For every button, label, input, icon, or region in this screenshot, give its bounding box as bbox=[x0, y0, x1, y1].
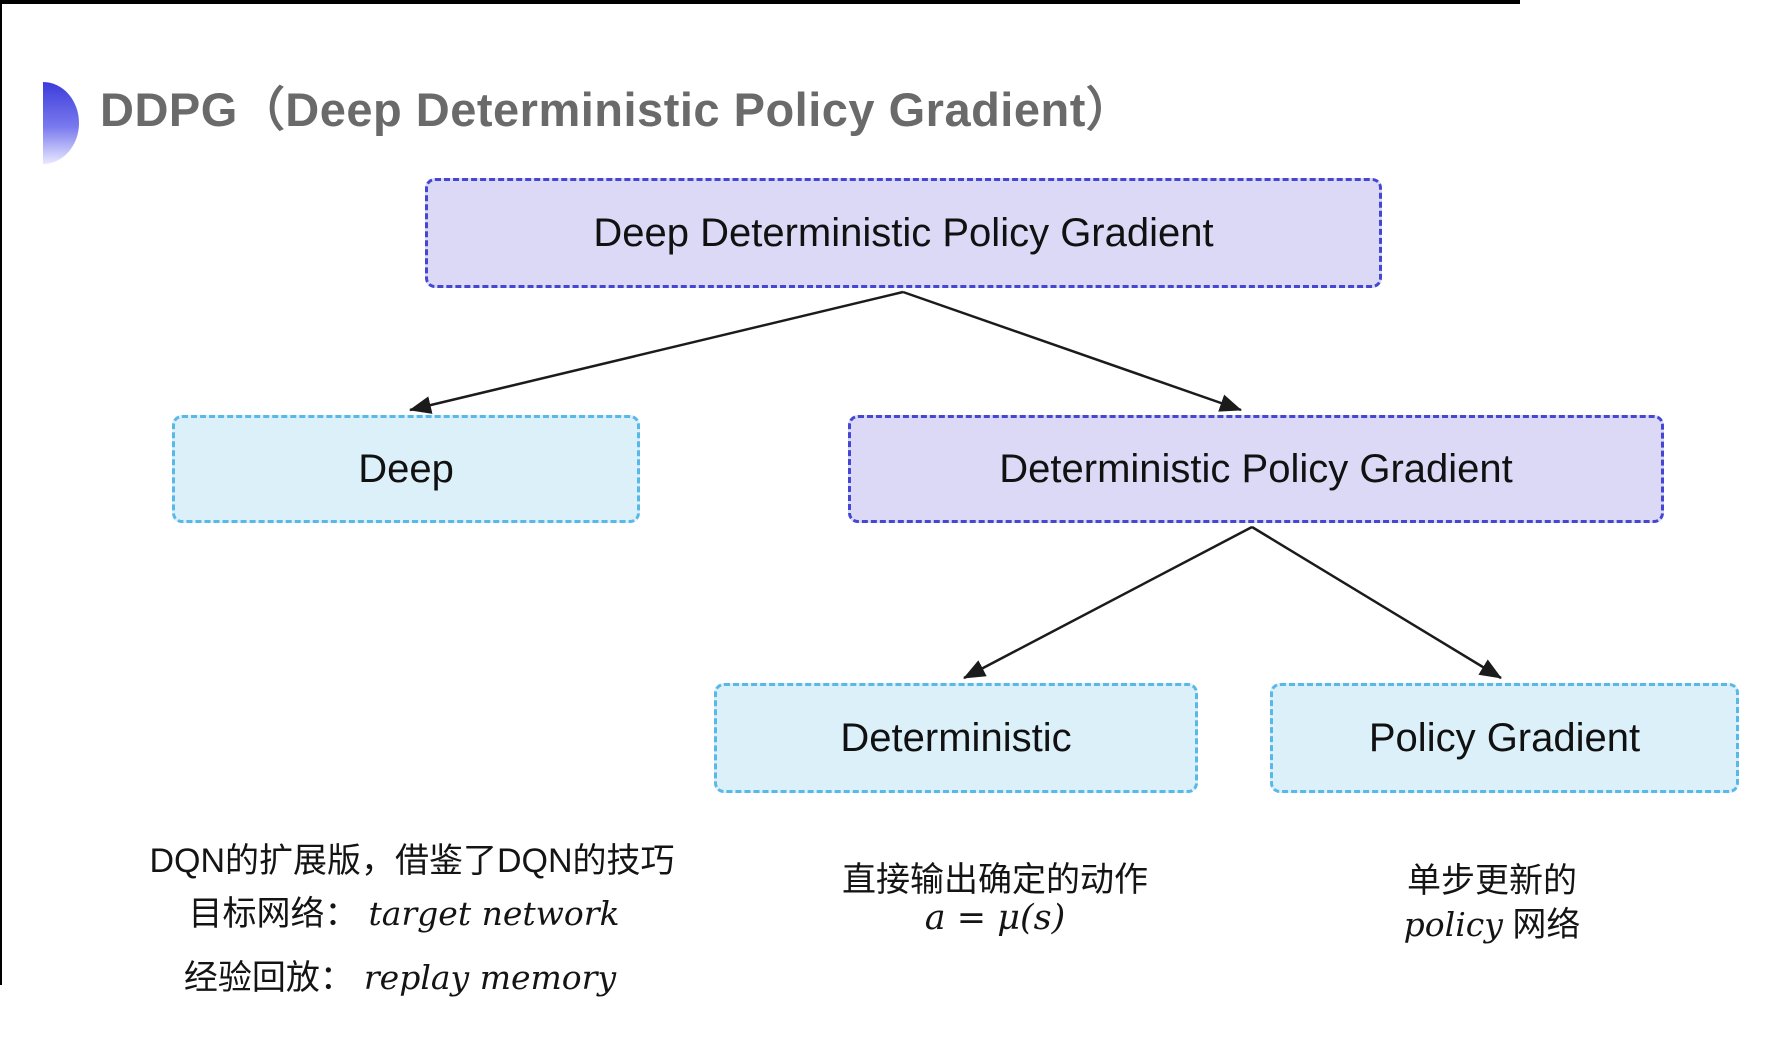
deterministic-note-formula: a = μ(s) bbox=[924, 898, 1066, 938]
deep-note-line3: 经验回放：replay memory bbox=[184, 950, 616, 999]
node-deterministic-policy-gradient: Deterministic Policy Gradient bbox=[848, 415, 1664, 523]
node-policy-gradient: Policy Gradient bbox=[1270, 683, 1739, 793]
frame-top-edge bbox=[0, 0, 1520, 4]
node-label: Deep bbox=[358, 446, 454, 491]
arrow-dpg-to-policy-gradient bbox=[1251, 525, 1502, 680]
deep-note-line2-term: target network bbox=[368, 894, 620, 933]
policy-gradient-note-suffix: 网络 bbox=[1502, 906, 1581, 944]
node-label: Policy Gradient bbox=[1368, 715, 1641, 760]
page-title: DDPG（Deep Deterministic Policy Gradient） bbox=[100, 83, 1134, 136]
policy-gradient-note-line1: 单步更新的 bbox=[1407, 862, 1577, 900]
node-deep: Deep bbox=[172, 415, 640, 523]
deep-note-line2: 目标网络：target network bbox=[188, 886, 619, 935]
node-label: Deterministic bbox=[840, 715, 1072, 760]
deep-note-line3-term: replay memory bbox=[363, 958, 617, 997]
node-deep-deterministic-policy-gradient: Deep Deterministic Policy Gradient bbox=[425, 178, 1382, 288]
arrow-root-to-deep bbox=[409, 290, 904, 414]
policy-gradient-note-line2: policy 网络 bbox=[1404, 897, 1581, 946]
arrow-root-to-dpg bbox=[902, 290, 1242, 412]
deep-note-line3-label: 经验回放： bbox=[183, 959, 354, 997]
node-label: Deterministic Policy Gradient bbox=[999, 446, 1513, 491]
node-deterministic: Deterministic bbox=[714, 683, 1198, 793]
arrow-dpg-to-deterministic bbox=[963, 525, 1253, 680]
accent-semicircle-icon bbox=[43, 82, 79, 164]
frame-left-edge bbox=[0, 0, 2, 985]
deep-note-line2-label: 目标网络： bbox=[188, 895, 359, 933]
policy-gradient-note-term: policy bbox=[1403, 905, 1503, 944]
node-label: Deep Deterministic Policy Gradient bbox=[593, 210, 1214, 255]
deep-note-line1: DQN的扩展版，借鉴了DQN的技巧 bbox=[149, 842, 675, 880]
deterministic-note-line1: 直接输出确定的动作 bbox=[842, 861, 1148, 899]
